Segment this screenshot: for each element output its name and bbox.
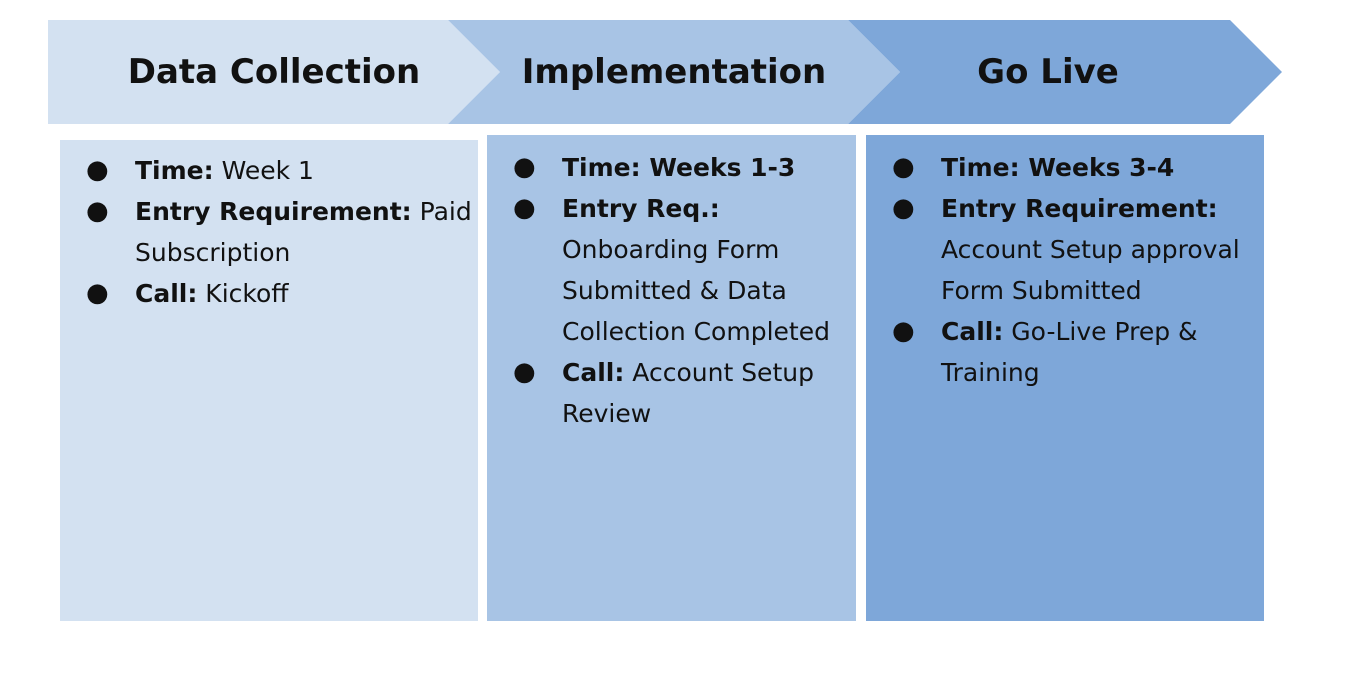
- bullet-icon: ●: [513, 357, 536, 387]
- detail-entry-requirement: ●Entry Requirement: Paid Subscription: [60, 191, 478, 273]
- bullet-icon: ●: [86, 196, 109, 226]
- stage-details-list: ●Time: Weeks 3-4 ●Entry Requirement: Acc…: [866, 147, 1254, 393]
- stage-details-list: ●Time: Week 1 ●Entry Requirement: Paid S…: [60, 150, 478, 314]
- detail-time: ●Time: Weeks 1-3: [487, 147, 846, 188]
- stage-card-implementation: ●Time: Weeks 1-3 ●Entry Req.: Onboarding…: [487, 135, 856, 621]
- chevron-data-collection: [48, 20, 500, 124]
- stage-title-data-collection: Data Collection: [127, 52, 421, 92]
- bullet-icon: ●: [892, 152, 915, 182]
- bullet-icon: ●: [892, 316, 915, 346]
- process-chevrons: [48, 20, 1282, 124]
- chevron-implementation: [448, 20, 900, 124]
- bullet-icon: ●: [513, 152, 536, 182]
- detail-entry-requirement: ●Entry Req.: Onboarding Form Submitted &…: [487, 188, 846, 352]
- detail-time: ●Time: Weeks 3-4: [866, 147, 1254, 188]
- stage-card-data-collection: ●Time: Week 1 ●Entry Requirement: Paid S…: [60, 140, 478, 621]
- bullet-icon: ●: [892, 193, 915, 223]
- detail-time: ●Time: Week 1: [60, 150, 478, 191]
- stage-details-list: ●Time: Weeks 1-3 ●Entry Req.: Onboarding…: [487, 147, 846, 434]
- detail-entry-requirement: ●Entry Requirement: Account Setup approv…: [866, 188, 1254, 311]
- bullet-icon: ●: [86, 155, 109, 185]
- stage-title-go-live: Go Live: [977, 52, 1119, 92]
- bullet-icon: ●: [513, 193, 536, 223]
- detail-call: ●Call: Account Setup Review: [487, 352, 846, 434]
- bullet-icon: ●: [86, 278, 109, 308]
- stage-card-go-live: ●Time: Weeks 3-4 ●Entry Requirement: Acc…: [866, 135, 1264, 621]
- chevron-go-live: [848, 20, 1282, 124]
- stage-title-implementation: Implementation: [521, 52, 827, 92]
- detail-call: ●Call: Kickoff: [60, 273, 478, 314]
- detail-call: ●Call: Go-Live Prep & Training: [866, 311, 1254, 393]
